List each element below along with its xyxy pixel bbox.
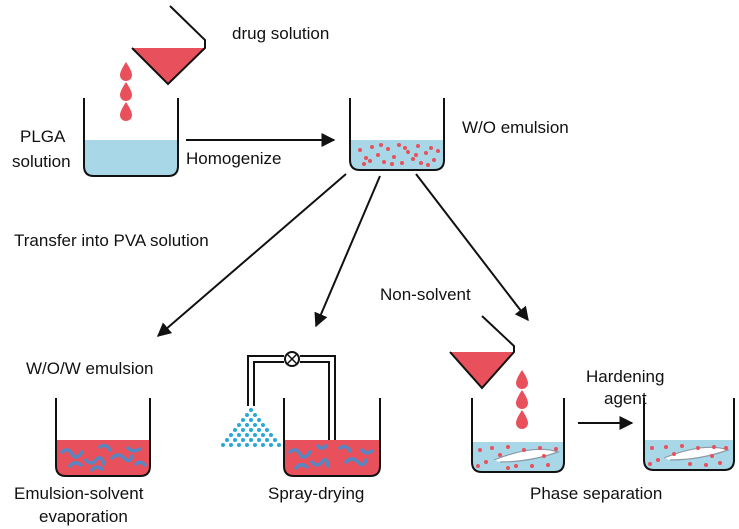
evaporation-label-line2: evaporation [39,507,128,526]
valve-icon [284,351,300,367]
drug-drops [120,62,132,121]
non-solvent-label: Non-solvent [380,285,471,304]
phase-separation-label: Phase separation [530,484,662,503]
homogenize-label: Homogenize [186,149,281,168]
wow-emulsion-label: W/O/W emulsion [26,359,154,378]
evaporation-beaker [55,398,151,477]
plga-label-line2: solution [12,152,71,171]
non-solvent-funnel [449,315,515,390]
plga-beaker [83,98,179,177]
plga-label-line1: PLGA [20,127,66,146]
transfer-label: Transfer into PVA solution [14,231,209,250]
hardening-label-line1: Hardening [586,367,664,386]
drug-funnel [131,5,206,86]
phase-beaker-1 [471,398,565,473]
non-solvent-drops [516,370,528,429]
spray-beaker [283,398,381,477]
hardening-label-line2: agent [604,389,647,408]
arrow-to-spray [314,175,381,328]
drug-solution-label: drug solution [232,24,329,43]
phase-beaker-2 [643,398,735,471]
arrow-to-phase [415,173,529,322]
spray-drying-label: Spray-drying [268,484,364,503]
wo-emulsion-label: W/O emulsion [462,118,569,137]
spray-droplets [221,408,281,447]
spray-tubing [247,355,336,470]
arrow-to-wow [156,173,347,337]
wo-beaker [349,98,445,171]
evaporation-label-line1: Emulsion-solvent [14,484,144,503]
